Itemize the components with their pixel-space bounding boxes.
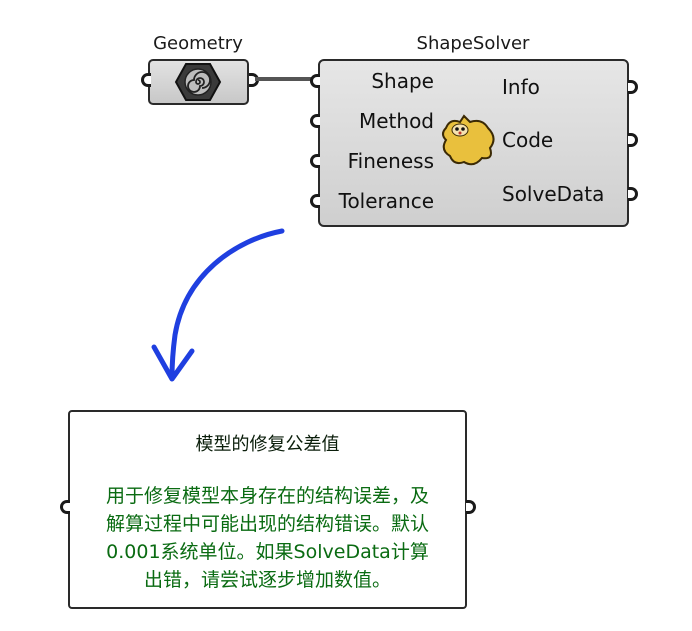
- input-method[interactable]: Method: [358, 109, 434, 133]
- output-solvedata[interactable]: SolveData: [502, 182, 605, 206]
- flying-squirrel-icon: [442, 114, 495, 166]
- grip-in-tolerance[interactable]: [310, 194, 320, 208]
- geometry-input-grip[interactable]: [141, 73, 151, 87]
- component-title: ShapeSolver: [416, 33, 530, 54]
- panel-text: 用于修复模型本身存在的结构误差，及 解算过程中可能出现的结构错误。默认 0.00…: [105, 485, 429, 591]
- input-fineness[interactable]: Fineness: [347, 149, 434, 173]
- input-tolerance[interactable]: Tolerance: [338, 189, 434, 213]
- panel-input-grip[interactable]: [60, 500, 70, 514]
- grip-in-method[interactable]: [310, 114, 320, 128]
- grip-out-info[interactable]: [628, 80, 638, 94]
- output-info[interactable]: Info: [502, 75, 540, 99]
- panel-title: 模型的修复公差值: [195, 434, 340, 455]
- connection-wire[interactable]: [255, 77, 315, 81]
- input-shape[interactable]: Shape: [371, 69, 434, 93]
- grip-in-fineness[interactable]: [310, 154, 320, 168]
- panel-output-grip[interactable]: [466, 500, 476, 514]
- annotation-arrow: [151, 228, 285, 382]
- grip-out-code[interactable]: [628, 133, 638, 147]
- geometry-param-title: Geometry: [153, 33, 243, 54]
- output-code[interactable]: Code: [502, 128, 554, 152]
- spiral-hexagon-icon: [174, 63, 222, 101]
- grip-out-solvedata[interactable]: [628, 187, 638, 201]
- grip-in-shape[interactable]: [310, 74, 320, 88]
